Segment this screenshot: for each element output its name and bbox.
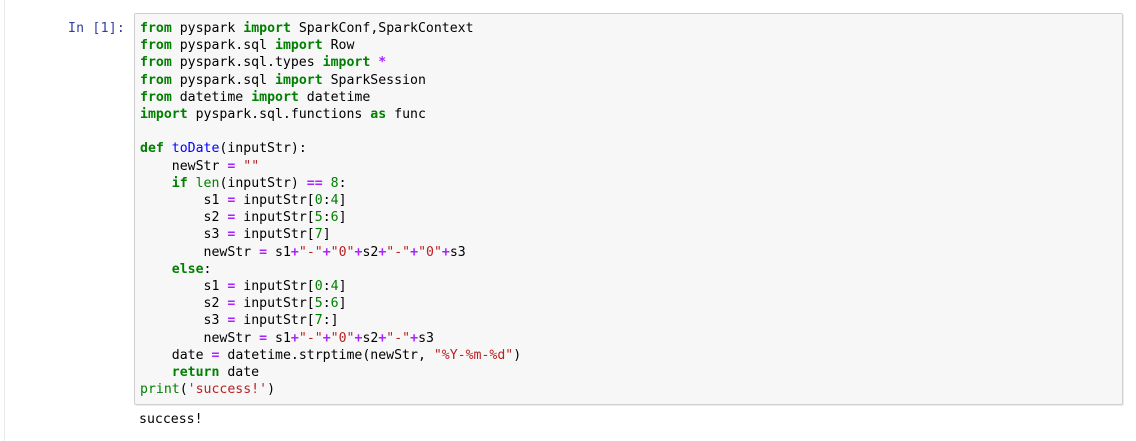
- code-line: return date: [171, 365, 260, 381]
- code-line: def toDate(inputStr):: [140, 141, 307, 157]
- code-line: import pyspark.sql.functions as func: [140, 107, 426, 123]
- code-source[interactable]: from pyspark import SparkConf,SparkConte…: [140, 20, 1118, 398]
- code-line: s3 = inputStr[7:]: [203, 313, 339, 329]
- code-line: newStr = "": [171, 158, 260, 174]
- code-line: s1 = inputStr[0:4]: [203, 193, 347, 209]
- code-line: from pyspark.sql import SparkSession: [140, 72, 426, 88]
- code-line: from pyspark.sql.types import *: [140, 55, 387, 71]
- input-prompt-label: In [1]:: [68, 21, 125, 36]
- cell-output-text: success!: [139, 412, 203, 428]
- code-line: newStr = s1+"-"+"0"+s2+"-"+s3: [203, 330, 434, 346]
- code-cell-output-row: success!: [0, 405, 1136, 428]
- code-line: from pyspark import SparkConf,SparkConte…: [140, 21, 474, 36]
- page-left-rule: [4, 0, 5, 441]
- code-line: s1 = inputStr[0:4]: [203, 279, 347, 295]
- code-line: from datetime import datetime: [140, 89, 371, 105]
- code-editor[interactable]: from pyspark import SparkConf,SparkConte…: [134, 13, 1123, 406]
- code-line: print('success!'): [140, 382, 276, 398]
- code-line: if len(inputStr) == 8:: [171, 175, 347, 191]
- code-line: date = datetime.strptime(newStr, "%Y-%m-…: [171, 347, 522, 363]
- code-line: s3 = inputStr[7]: [203, 227, 331, 243]
- code-line: newStr = s1+"-"+"0"+s2+"-"+"0"+s3: [203, 244, 466, 260]
- code-cell-input-row: In [1]: from pyspark import SparkConf,Sp…: [0, 13, 1136, 406]
- code-line: else:: [171, 261, 212, 277]
- notebook-container: In [1]: from pyspark import SparkConf,Sp…: [0, 0, 1136, 429]
- code-line: from pyspark.sql import Row: [140, 38, 355, 54]
- code-line: s2 = inputStr[5:6]: [203, 210, 347, 226]
- code-line: s2 = inputStr[5:6]: [203, 296, 347, 312]
- code-cell[interactable]: In [1]: from pyspark import SparkConf,Sp…: [0, 0, 1136, 429]
